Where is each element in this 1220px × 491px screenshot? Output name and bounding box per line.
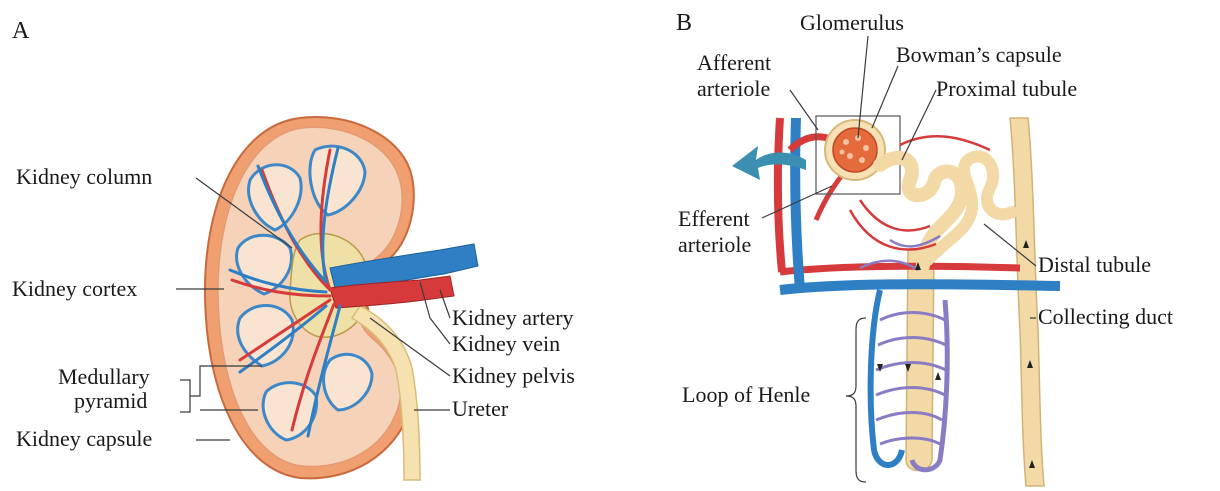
label-bowmans-capsule: Bowman’s capsule [896, 42, 1062, 67]
label-kidney-pelvis: Kidney pelvis [452, 363, 575, 388]
label-kidney-capsule: Kidney capsule [16, 426, 152, 451]
panel-a: A [12, 18, 575, 480]
arcuate-vein [780, 284, 1060, 290]
label-kidney-vein: Kidney vein [452, 331, 560, 356]
kidney-illustration [205, 117, 478, 480]
label-collecting-duct: Collecting duct [1038, 304, 1173, 329]
label-loop-of-henle: Loop of Henle [682, 382, 810, 407]
bracket-loop-of-henle [846, 318, 866, 482]
label-afferent-line2: arteriole [697, 76, 770, 101]
panel-b-letter: B [676, 10, 692, 36]
label-medullary-line1: Medullary [58, 364, 150, 389]
collecting-duct-shape [1010, 118, 1044, 486]
label-ureter: Ureter [452, 396, 509, 421]
label-glomerulus: Glomerulus [800, 10, 904, 35]
label-kidney-artery: Kidney artery [452, 305, 574, 330]
interlobular-artery [778, 118, 782, 272]
arcuate-artery [780, 266, 1020, 272]
label-kidney-cortex: Kidney cortex [12, 276, 137, 301]
leader-proximal-tubule [902, 90, 936, 160]
panel-b: B [676, 10, 1173, 486]
leader-bowmans-capsule [872, 66, 898, 128]
nephron-illustration [732, 116, 1060, 486]
label-kidney-column: Kidney column [16, 164, 152, 189]
flow-direction-arrows [877, 240, 1035, 468]
label-efferent-line1: Efferent [678, 206, 750, 231]
proximal-tubule-shape [880, 158, 962, 270]
panel-a-letter: A [12, 18, 30, 44]
label-proximal-tubule: Proximal tubule [936, 76, 1077, 101]
glomerulus-shape [833, 128, 877, 172]
label-afferent-line1: Afferent [697, 50, 771, 75]
label-medullary-line2: pyramid [74, 388, 147, 413]
label-efferent-line2: arteriole [678, 232, 751, 257]
label-distal-tubule: Distal tubule [1038, 252, 1151, 277]
